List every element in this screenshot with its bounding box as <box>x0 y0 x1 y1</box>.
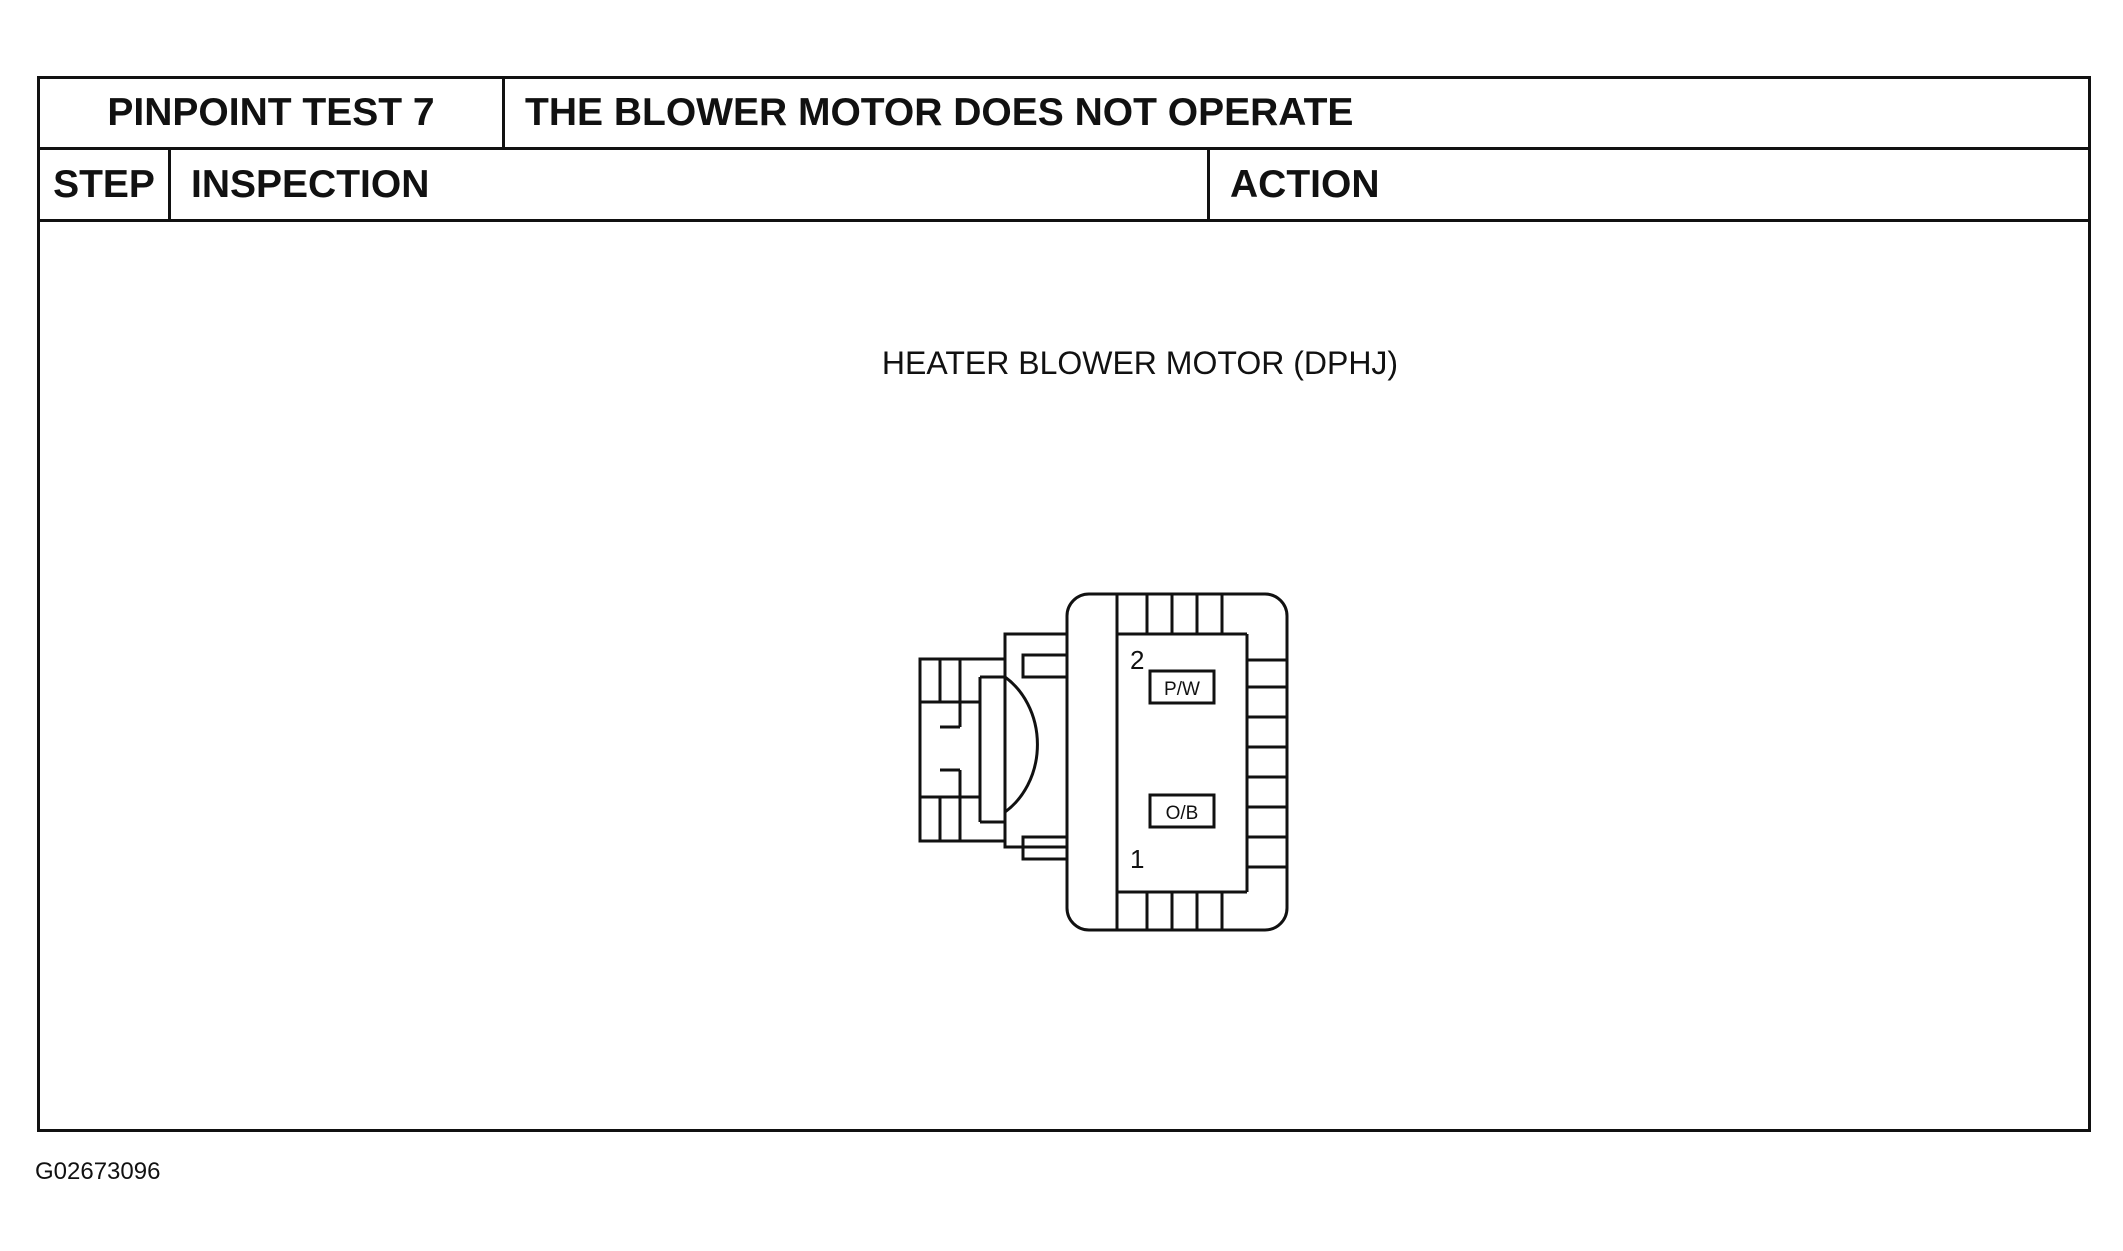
test-header-row: PINPOINT TEST 7 THE BLOWER MOTOR DOES NO… <box>40 79 2088 150</box>
pin-2-wire-color: P/W <box>1164 679 1200 700</box>
pin-1-number: 1 <box>1130 844 1144 874</box>
action-column-header: ACTION <box>1230 162 1380 206</box>
diagram-area: HEATER BLOWER MOTOR (DPHJ) <box>40 222 2088 1129</box>
connector-outline <box>918 592 1289 932</box>
pin-2-number: 2 <box>1130 645 1144 675</box>
inspection-column-header: INSPECTION <box>171 150 1210 219</box>
step-column-header: STEP <box>40 150 171 219</box>
pin-2-wire-label: P/W <box>1148 669 1216 705</box>
column-header-row: STEP INSPECTION ACTION <box>40 150 2088 222</box>
figure-id: G02673096 <box>35 1158 161 1185</box>
connector-diagram: HEATER BLOWER MOTOR (DPHJ) <box>882 345 1398 932</box>
test-title: THE BLOWER MOTOR DOES NOT OPERATE <box>525 91 1354 134</box>
pin-1-wire-label: O/B <box>1148 793 1216 829</box>
pin-1-wire-color: O/B <box>1166 803 1199 824</box>
diagram-title: HEATER BLOWER MOTOR (DPHJ) <box>882 345 1398 381</box>
test-number-label: PINPOINT TEST 7 <box>40 79 505 147</box>
pinpoint-test-table: PINPOINT TEST 7 THE BLOWER MOTOR DOES NO… <box>37 76 2091 1132</box>
